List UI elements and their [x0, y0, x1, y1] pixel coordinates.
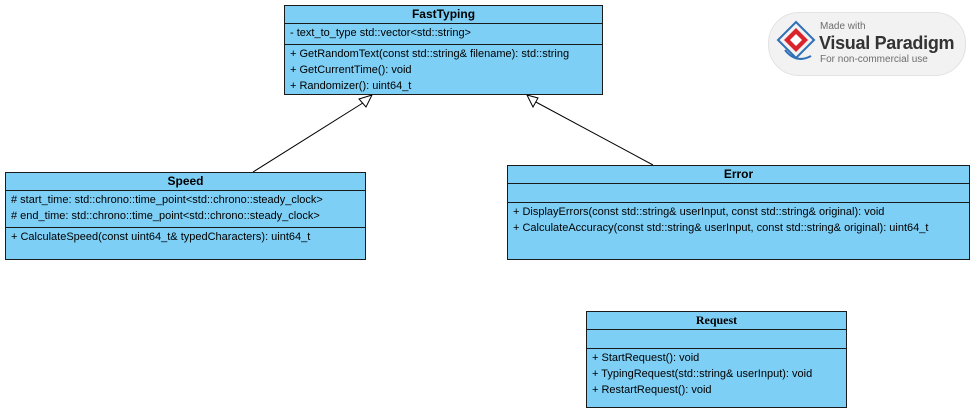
operations-section: + StartRequest(): void + TypingRequest(s…: [587, 349, 846, 401]
operation: + CalculateSpeed(const uint64_t& typedCh…: [11, 231, 311, 243]
attributes-section: [587, 330, 846, 349]
generalization-arrowhead-speed: [358, 94, 373, 108]
watermark-brand: Visual Paradigm: [819, 33, 955, 53]
class-name: Error: [508, 166, 969, 184]
operation: + DisplayErrors(const std::string& userI…: [513, 206, 885, 218]
operation: + GetCurrentTime(): void: [290, 64, 412, 76]
operations-section: + CalculateSpeed(const uint64_t& typedCh…: [6, 228, 365, 248]
class-speed[interactable]: Speed # start_time: std::chrono::time_po…: [5, 172, 366, 260]
visual-paradigm-watermark: Made with Visual Paradigm For non-commer…: [768, 12, 966, 76]
operations-section: + GetRandomText(const std::string& filen…: [285, 45, 602, 97]
class-name: Request: [587, 312, 846, 330]
attributes-section: # start_time: std::chrono::time_point<st…: [6, 191, 365, 228]
speed-to-fasttyping-edge: [252, 100, 367, 173]
visual-paradigm-logo-icon: [776, 20, 816, 60]
attribute: - text_to_type std::vector<std::string>: [290, 27, 471, 39]
operation: + GetRandomText(const std::string& filen…: [290, 48, 570, 60]
watermark-license: For non-commercial use: [820, 54, 928, 65]
attribute: # start_time: std::chrono::time_point<st…: [11, 194, 323, 206]
class-error[interactable]: Error + DisplayErrors(const std::string&…: [507, 165, 970, 260]
class-name: FastTyping: [285, 6, 602, 24]
attribute: # end_time: std::chrono::time_point<std:…: [11, 210, 320, 222]
operation: + StartRequest(): void: [592, 352, 700, 364]
error-to-fasttyping-edge: [533, 100, 654, 166]
attributes-section: - text_to_type std::vector<std::string>: [285, 24, 602, 45]
class-request[interactable]: Request + StartRequest(): void + TypingR…: [586, 311, 847, 408]
generalization-arrowhead-error: [526, 94, 539, 109]
operation: + Randomizer(): uint64_t: [290, 80, 412, 92]
watermark-made-with: Made with: [820, 21, 866, 32]
class-name: Speed: [6, 173, 365, 191]
operation: + CalculateAccuracy(const std::string& u…: [513, 222, 929, 234]
class-fasttyping[interactable]: FastTyping - text_to_type std::vector<st…: [284, 5, 603, 95]
attributes-section: [508, 184, 969, 203]
operation: + RestartRequest(): void: [592, 384, 712, 396]
operation: + TypingRequest(std::string& userInput):…: [592, 368, 813, 380]
operations-section: + DisplayErrors(const std::string& userI…: [508, 203, 969, 239]
